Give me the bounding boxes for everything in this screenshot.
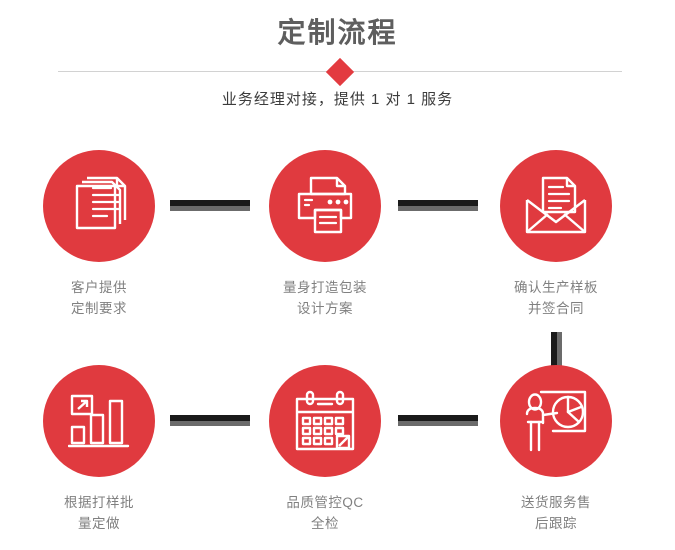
presenter-pie-chart-icon [525, 390, 587, 452]
connector-bar [170, 415, 250, 421]
process-step-4[interactable]: 根据打样批 量定做 [24, 365, 174, 535]
connector-bar [170, 200, 250, 206]
connector-bar [398, 200, 478, 206]
step-2-label: 量身打造包装 设计方案 [283, 280, 367, 316]
step-6-label: 送货服务售 后跟踪 [521, 495, 591, 531]
process-step-5[interactable]: 品质管控QC 全检 [250, 365, 400, 535]
process-step-3[interactable]: 确认生产样板 并签合同 [481, 150, 631, 320]
printer-icon [297, 176, 353, 234]
envelope-document-icon [525, 176, 587, 234]
bar-chart-growth-icon [68, 394, 130, 448]
title-divider [58, 57, 622, 87]
page-title: 定制流程 [277, 17, 398, 48]
step-6-circle [500, 365, 612, 477]
connector-step2-step3 [398, 200, 478, 211]
step-3-label: 确认生产样板 并签合同 [514, 280, 598, 316]
connector-shadow [398, 206, 478, 211]
step-5-label: 品质管控QC 全检 [286, 495, 364, 531]
step-2-circle [269, 150, 381, 262]
connector-bar [398, 415, 478, 421]
connector-step4-step5 [170, 415, 250, 426]
page-subtitle: 业务经理对接，提供 1 对 1 服务 [221, 91, 454, 108]
connector-shadow [170, 421, 250, 426]
step-5-circle [269, 365, 381, 477]
connector-shadow [557, 332, 562, 374]
header: 定制流程 业务经理对接，提供 1 对 1 服务 [0, 0, 675, 108]
process-step-1[interactable]: 客户提供 定制要求 [24, 150, 174, 320]
connector-step1-step2 [170, 200, 250, 211]
step-3-circle [500, 150, 612, 262]
diamond-icon [325, 57, 355, 87]
connector-step5-step6 [398, 415, 478, 426]
connector-step3-step6 [551, 332, 562, 374]
connector-shadow [398, 421, 478, 426]
process-flow: 客户提供 定制要求 [0, 150, 675, 550]
documents-stack-icon [75, 176, 127, 230]
process-step-6[interactable]: 送货服务售 后跟踪 [481, 365, 631, 535]
step-1-circle [43, 150, 155, 262]
connector-bar [551, 332, 557, 374]
step-4-label: 根据打样批 量定做 [64, 495, 134, 531]
calendar-check-icon [295, 390, 355, 451]
process-step-2[interactable]: 量身打造包装 设计方案 [250, 150, 400, 320]
connector-shadow [170, 206, 250, 211]
step-4-circle [43, 365, 155, 477]
step-1-label: 客户提供 定制要求 [71, 280, 127, 316]
